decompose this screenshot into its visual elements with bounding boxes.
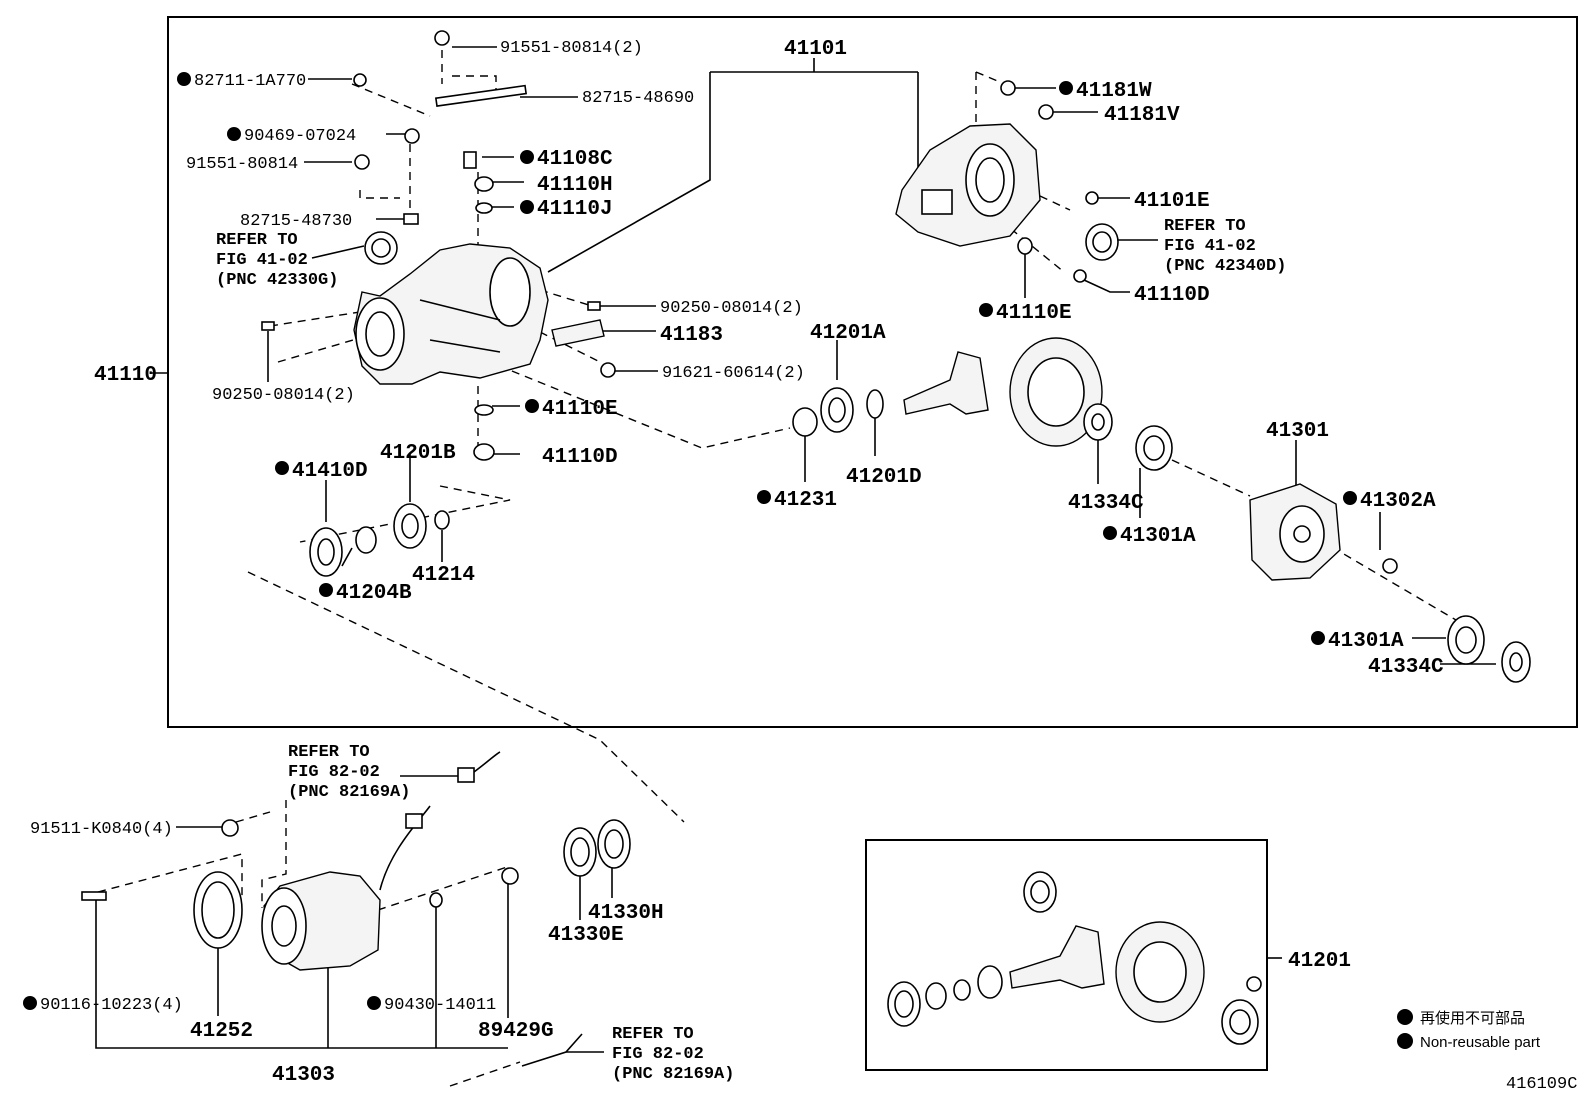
label-41301A-1: 41301A xyxy=(1120,525,1196,548)
non-reusable-dot xyxy=(177,72,191,86)
bearings-and-shims xyxy=(309,387,1531,683)
non-reusable-dot xyxy=(520,200,534,214)
label-90250-08014-2-b: 90250-08014(2) xyxy=(212,386,355,405)
legend-japanese: 再使用不可部品 xyxy=(1420,1010,1525,1027)
label-41181W: 41181W xyxy=(1076,80,1152,103)
label-41201A: 41201A xyxy=(810,322,886,345)
label-41183: 41183 xyxy=(660,324,723,347)
label-82715-48690: 82715-48690 xyxy=(582,89,694,108)
non-reusable-dot xyxy=(757,490,771,504)
label-91551-80814-2: 91551-80814(2) xyxy=(500,39,643,58)
label-41231: 41231 xyxy=(774,489,837,512)
label-refer-fig-4: FIG 82-02 xyxy=(612,1045,704,1064)
label-41181V: 41181V xyxy=(1104,104,1180,127)
gear-set-frame xyxy=(865,839,1268,1071)
non-reusable-dot xyxy=(525,399,539,413)
label-refer-to-1: REFER TO xyxy=(216,231,298,250)
label-91621-60614-2: 91621-60614(2) xyxy=(662,364,805,383)
ring-gear xyxy=(1009,337,1103,447)
non-reusable-dot xyxy=(319,583,333,597)
label-41108C: 41108C xyxy=(537,148,613,171)
label-41201D: 41201D xyxy=(846,466,922,489)
non-reusable-dot xyxy=(1311,631,1325,645)
small-parts-top xyxy=(261,30,1119,461)
label-89429G: 89429G xyxy=(478,1020,554,1043)
label-41101E: 41101E xyxy=(1134,190,1210,213)
label-refer-pnc-1: (PNC 42330G) xyxy=(216,271,338,290)
legend-dot xyxy=(1397,1009,1413,1025)
label-41110H: 41110H xyxy=(537,174,613,197)
label-41252: 41252 xyxy=(190,1020,253,1043)
legend: 再使用不可部品 Non-reusable part xyxy=(1420,1010,1541,1051)
label-41110D-right: 41110D xyxy=(1134,284,1210,307)
label-41101: 41101 xyxy=(784,38,847,61)
label-91511-K0840-4: 91511-K0840(4) xyxy=(30,820,173,839)
label-refer-to-2: REFER TO xyxy=(1164,217,1246,236)
actuator-assembly xyxy=(81,751,631,1067)
label-41303: 41303 xyxy=(272,1064,335,1087)
non-reusable-dot xyxy=(1343,491,1357,505)
label-82711-1A770: 82711-1A770 xyxy=(194,72,306,91)
label-refer-fig-3: FIG 82-02 xyxy=(288,763,380,782)
non-reusable-dot xyxy=(367,996,381,1010)
label-41410D: 41410D xyxy=(292,460,368,483)
non-reusable-dot xyxy=(23,996,37,1010)
non-reusable-dot xyxy=(1103,526,1117,540)
non-reusable-dot xyxy=(520,150,534,164)
label-refer-fig-1: FIG 41-02 xyxy=(216,251,308,270)
figure-code: 416109C xyxy=(1506,1075,1577,1094)
label-41201: 41201 xyxy=(1288,950,1351,973)
label-41330H: 41330H xyxy=(588,902,664,925)
label-41110J: 41110J xyxy=(537,198,613,221)
label-41110D-left: 41110D xyxy=(542,446,618,469)
differential-carrier-housing xyxy=(353,243,549,385)
main-assembly-frame xyxy=(167,16,1578,728)
label-41330E: 41330E xyxy=(548,924,624,947)
legend-dot xyxy=(1397,1033,1413,1049)
non-reusable-dot xyxy=(275,461,289,475)
drive-pinion xyxy=(903,351,989,415)
label-90430-14011: 90430-14011 xyxy=(384,996,496,1015)
rear-cover-housing xyxy=(895,123,1041,247)
label-41110E-left: 41110E xyxy=(542,398,618,421)
label-41214: 41214 xyxy=(412,564,475,587)
label-82715-48730: 82715-48730 xyxy=(240,212,352,231)
non-reusable-dot xyxy=(227,127,241,141)
non-reusable-markers xyxy=(23,72,1413,1049)
label-41301A-2: 41301A xyxy=(1328,630,1404,653)
label-41110E-right: 41110E xyxy=(996,302,1072,325)
label-41301: 41301 xyxy=(1266,420,1329,443)
differential-case xyxy=(1249,483,1341,581)
part-labels: 41101 41110 91551-80814(2) 82711-1A770 8… xyxy=(30,38,1444,1087)
label-41204B: 41204B xyxy=(336,582,412,605)
label-90250-08014-2-a: 90250-08014(2) xyxy=(660,299,803,318)
label-41302A: 41302A xyxy=(1360,490,1436,513)
label-90469-07024: 90469-07024 xyxy=(244,127,356,146)
label-41334C-1: 41334C xyxy=(1068,492,1144,515)
label-41334C-2: 41334C xyxy=(1368,656,1444,679)
label-refer-pnc-4: (PNC 82169A) xyxy=(612,1065,734,1084)
label-refer-pnc-2: (PNC 42340D) xyxy=(1164,257,1286,276)
label-refer-fig-2: FIG 41-02 xyxy=(1164,237,1256,256)
gear-set-parts xyxy=(887,871,1262,1045)
label-41110: 41110 xyxy=(94,364,157,387)
label-41201B: 41201B xyxy=(380,442,456,465)
non-reusable-dot xyxy=(1059,81,1073,95)
non-reusable-dot xyxy=(979,303,993,317)
label-91551-80814: 91551-80814 xyxy=(186,155,298,174)
label-90116-10223-4: 90116-10223(4) xyxy=(40,996,183,1015)
label-refer-to-3: REFER TO xyxy=(288,743,370,762)
legend-english: Non-reusable part xyxy=(1420,1034,1541,1051)
label-refer-to-4: REFER TO xyxy=(612,1025,694,1044)
label-refer-pnc-3: (PNC 82169A) xyxy=(288,783,410,802)
